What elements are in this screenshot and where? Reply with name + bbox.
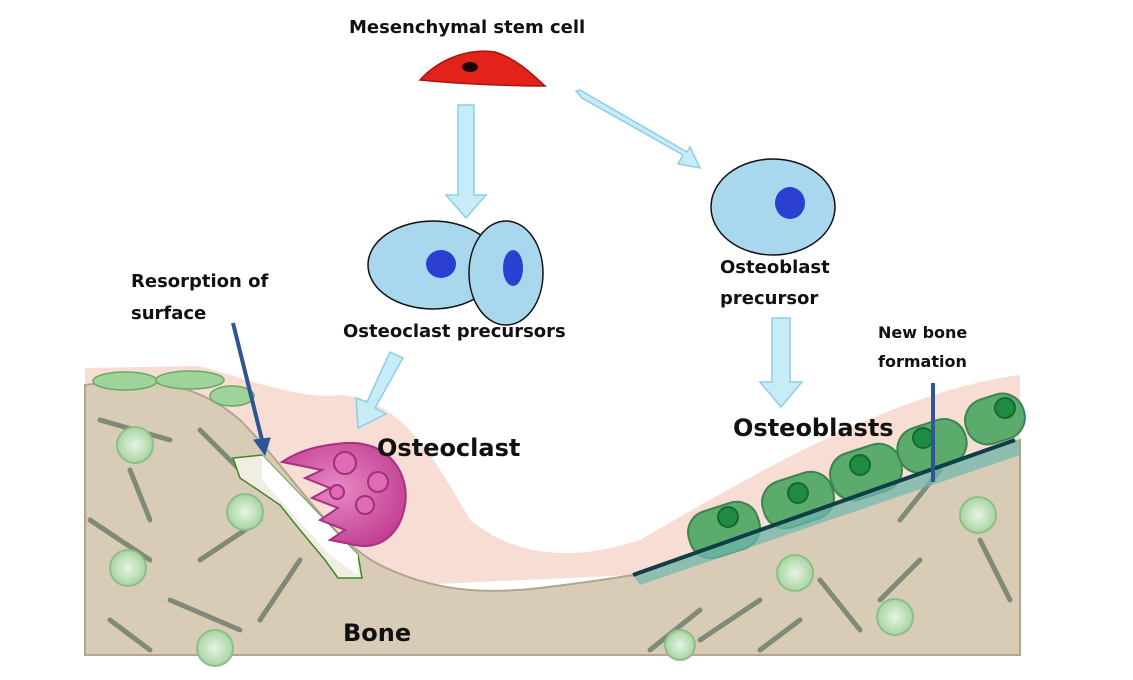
label-osteoblast-precursor-2: precursor: [720, 288, 819, 309]
resorption-pointer: [231, 322, 264, 441]
label-osteoclast-precursors: Osteoclast precursors: [343, 321, 566, 342]
differentiation-arrows: [355, 89, 804, 430]
new-bone-line: [632, 438, 1016, 577]
label-new-bone-2: formation: [878, 352, 967, 371]
arrow-to-osteoclast: [355, 351, 405, 430]
osteoclast-cell: [279, 441, 407, 547]
label-osteoblasts: Osteoblasts: [733, 414, 894, 442]
label-resorption-1: Resorption of: [131, 271, 269, 292]
label-osteoblast-precursor-1: Osteoblast: [720, 257, 830, 278]
arrow-to-osteoclast-precursors: [444, 104, 488, 220]
osteoclast-precursor-cells: [367, 220, 544, 326]
osteocyte-nuclei: [109, 426, 997, 667]
label-mesenchymal-stem-cell: Mesenchymal stem cell: [349, 17, 586, 38]
mesenchymal-stem-cell: [418, 50, 547, 87]
osteoblast-precursor-cell: [710, 158, 836, 256]
label-resorption-2: surface: [131, 303, 207, 324]
lining-cells: [92, 370, 255, 407]
new-bone-band: [633, 440, 1020, 585]
label-bone: Bone: [343, 619, 412, 647]
resorption-cut: [262, 455, 358, 575]
arrow-to-osteoblast-precursor: [574, 89, 702, 169]
label-osteoclast: Osteoclast: [377, 434, 521, 462]
pointer-arrows: [231, 322, 935, 482]
arrow-to-osteoblasts: [758, 317, 804, 409]
label-new-bone-1: New bone: [878, 323, 968, 342]
